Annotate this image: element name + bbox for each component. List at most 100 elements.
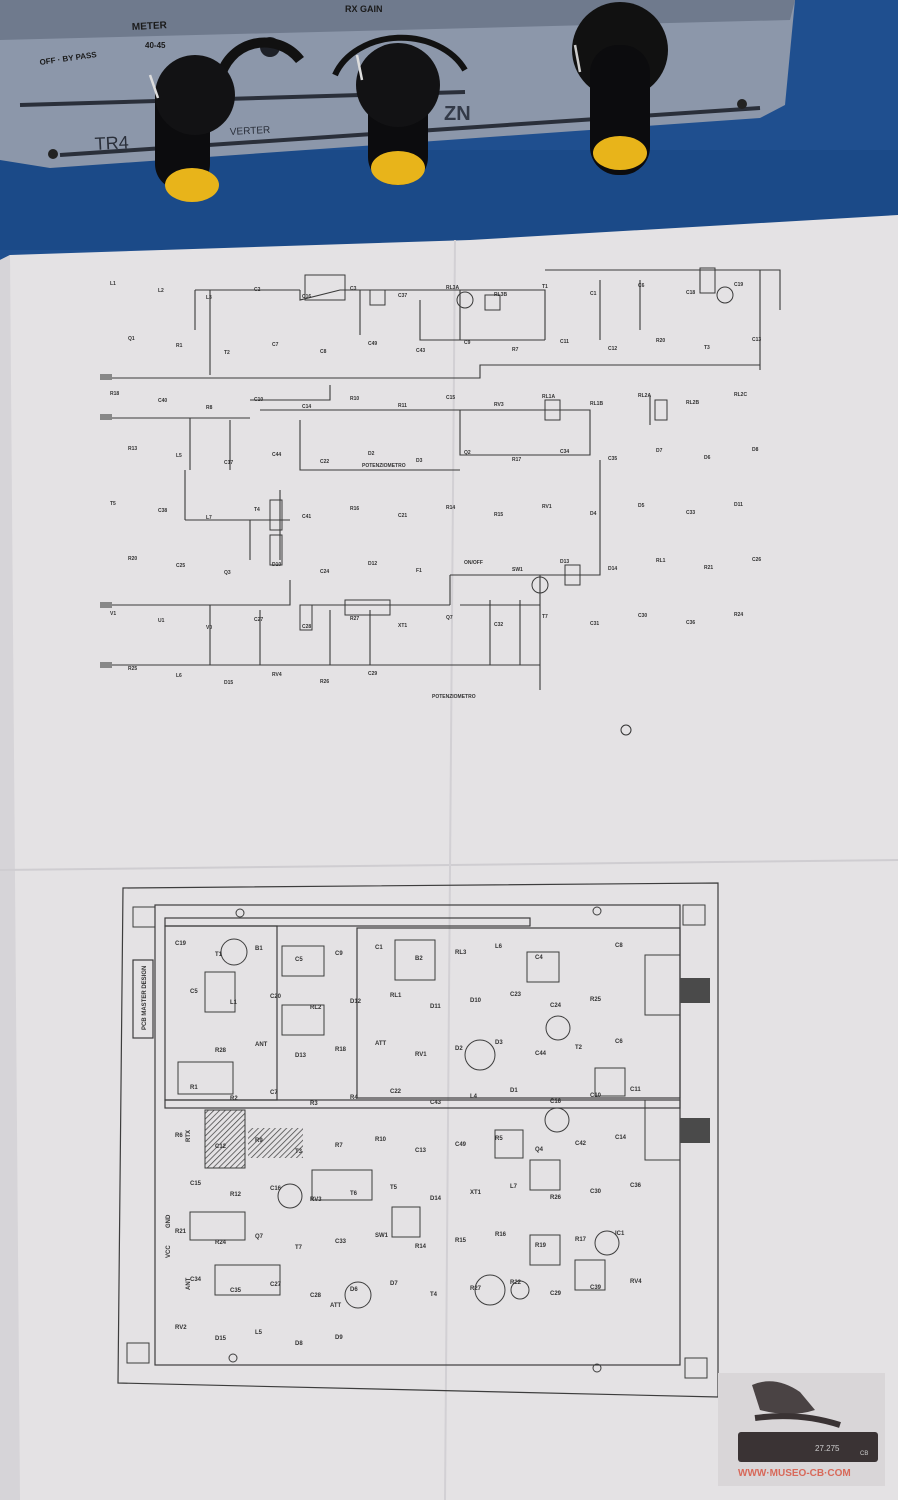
pcb-component-label: C14 bbox=[615, 1135, 627, 1141]
component-label: T5 bbox=[110, 501, 116, 507]
pcb-label-vcc: VCC bbox=[166, 1245, 172, 1258]
pcb-component-label: R9 bbox=[255, 1138, 263, 1144]
pcb-component-label: C42 bbox=[575, 1141, 587, 1147]
component-label: RL3A bbox=[446, 285, 459, 291]
pcb-label-gnd: GND bbox=[166, 1214, 172, 1228]
pcb-component-label: L1 bbox=[230, 1000, 238, 1006]
component-label: D15 bbox=[224, 680, 233, 686]
museo-cb-watermark: 27.275 CB WWW·MUSEO-CB·COM bbox=[718, 1373, 885, 1486]
meter-knob[interactable] bbox=[148, 55, 235, 202]
pcb-component-label: B1 bbox=[255, 946, 263, 952]
component-label: XT1 bbox=[398, 623, 407, 629]
component-label: L3 bbox=[206, 295, 212, 301]
pcb-component-label: R18 bbox=[335, 1047, 347, 1053]
component-label: C9 bbox=[464, 340, 471, 346]
pcb-component-label: C4 bbox=[535, 955, 543, 961]
pcb-component-label: RL1 bbox=[390, 993, 402, 999]
component-label: C24 bbox=[320, 569, 329, 575]
component-label: C40 bbox=[158, 398, 167, 404]
component-label: D2 bbox=[368, 451, 375, 457]
transverter-device: METER OFF · BY PASS 40-45 RX GAIN TR4 VE… bbox=[0, 0, 795, 202]
component-label: C44 bbox=[272, 452, 281, 458]
component-label: C27 bbox=[254, 617, 263, 623]
pcb-component-label: C19 bbox=[175, 941, 187, 947]
pcb-component-label: D9 bbox=[335, 1335, 343, 1341]
component-label: C34 bbox=[560, 449, 569, 455]
component-label: D13 bbox=[560, 559, 569, 565]
logo-mark-icon bbox=[620, 724, 632, 736]
pcb-component-label: R25 bbox=[590, 997, 602, 1003]
potentiometer-label: POTENZIOMETRO bbox=[362, 463, 406, 469]
component-label: T3 bbox=[704, 345, 710, 351]
pcb-master-label: PCB MASTER DESIGN bbox=[142, 966, 148, 1030]
component-label: C13 bbox=[752, 337, 761, 343]
component-label: R17 bbox=[512, 457, 521, 463]
component-label: C38 bbox=[158, 508, 167, 514]
component-label: T7 bbox=[542, 614, 548, 620]
pcb-component-label: B2 bbox=[415, 956, 423, 962]
pcb-component-label: C33 bbox=[335, 1239, 347, 1245]
component-label: RL1A bbox=[542, 394, 555, 400]
component-label: C17 bbox=[224, 460, 233, 466]
pcb-component-label: RV2 bbox=[175, 1325, 187, 1331]
schematic-paper bbox=[0, 215, 898, 1500]
component-label: ON/OFF bbox=[464, 560, 483, 566]
component-label: D3 bbox=[416, 458, 423, 464]
pcb-component-label: T5 bbox=[390, 1185, 398, 1191]
pcb-component-label: T1 bbox=[215, 952, 223, 958]
pcb-component-label: Q7 bbox=[255, 1234, 264, 1240]
pcb-component-label: R1 bbox=[190, 1085, 198, 1091]
component-label: R20 bbox=[128, 556, 137, 562]
component-label: C21 bbox=[398, 513, 407, 519]
pcb-component-label: D12 bbox=[350, 999, 362, 1005]
component-label: C37 bbox=[398, 293, 407, 299]
component-label: RL1B bbox=[590, 401, 603, 407]
pcb-component-label: C11 bbox=[630, 1087, 641, 1093]
component-label: RV4 bbox=[272, 672, 282, 678]
pcb-component-label: RL2 bbox=[310, 1005, 322, 1011]
connector-ports bbox=[100, 374, 112, 668]
pcb-component-label: C24 bbox=[550, 1003, 562, 1009]
pcb-component-label: R16 bbox=[495, 1232, 507, 1238]
pcb-component-label: C15 bbox=[190, 1181, 202, 1187]
component-label: Q3 bbox=[224, 570, 231, 576]
component-label: T4 bbox=[254, 507, 260, 513]
pcb-component-label: R19 bbox=[535, 1243, 547, 1249]
pcb-component-label: D1 bbox=[510, 1088, 518, 1094]
component-label: R15 bbox=[494, 512, 503, 518]
pcb-component-label: C16 bbox=[550, 1099, 562, 1105]
component-label: C6 bbox=[638, 283, 645, 289]
component-label: R11 bbox=[398, 403, 407, 409]
component-label: L1 bbox=[110, 281, 116, 287]
component-label: C32 bbox=[494, 622, 503, 628]
component-label: R20 bbox=[656, 338, 665, 344]
pcb-component-label: T2 bbox=[575, 1045, 583, 1051]
pcb-component-label: Q4 bbox=[535, 1147, 544, 1153]
component-label: Q7 bbox=[446, 615, 453, 621]
component-label: RL3B bbox=[494, 292, 507, 298]
pcb-component-label: R14 bbox=[415, 1244, 427, 1250]
component-label: C30 bbox=[638, 613, 647, 619]
pcb-component-label: D13 bbox=[295, 1053, 307, 1059]
pcb-component-label: SW1 bbox=[375, 1233, 389, 1239]
pcb-component-label: IC1 bbox=[615, 1231, 625, 1237]
component-label: RL1 bbox=[656, 558, 666, 564]
pcb-component-label: C22 bbox=[390, 1089, 402, 1095]
component-label: L6 bbox=[176, 673, 182, 679]
component-label: RV3 bbox=[494, 402, 504, 408]
right-knob[interactable] bbox=[573, 44, 650, 175]
pcb-component-label: D14 bbox=[430, 1196, 442, 1202]
pcb-label-att: ATT bbox=[330, 1303, 342, 1309]
pcb-component-label: C8 bbox=[615, 943, 623, 949]
component-label: SW1 bbox=[512, 567, 523, 573]
rx-gain-label: RX GAIN bbox=[345, 4, 383, 14]
component-label: T1 bbox=[542, 284, 548, 290]
pcb-component-label: R28 bbox=[215, 1048, 227, 1054]
pcb-layout: PCB MASTER DESIGN bbox=[117, 882, 719, 1398]
component-label: C31 bbox=[590, 621, 599, 627]
component-label: C11 bbox=[560, 339, 569, 345]
rx-gain-knob[interactable] bbox=[355, 43, 440, 185]
pcb-component-label: C5 bbox=[190, 989, 198, 995]
pcb-component-label: C44 bbox=[535, 1051, 547, 1057]
component-label: D7 bbox=[656, 448, 663, 454]
